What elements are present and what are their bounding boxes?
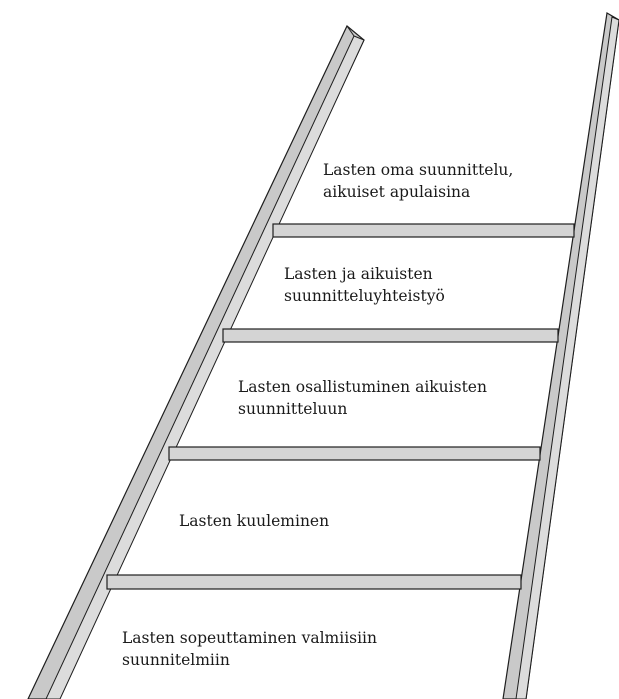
rung-4 <box>106 574 522 590</box>
left-rail-edge <box>45 35 365 699</box>
step-label-3: Lasten osallistuminen aikuisten suunnitt… <box>238 376 487 420</box>
step-label-5: Lasten sopeuttaminen valmiisiin suunnite… <box>122 627 377 671</box>
ladder-rails <box>27 12 619 699</box>
rung-1 <box>272 223 575 238</box>
step-label-3-line-2: suunnitteluun <box>238 400 348 418</box>
step-label-1: Lasten oma suunnittelu, aikuiset apulais… <box>323 159 513 203</box>
step-label-4-line-1: Lasten kuuleminen <box>179 512 330 530</box>
step-label-5-line-2: suunnitelmiin <box>122 651 230 669</box>
step-label-1-line-2: aikuiset apulaisina <box>323 183 471 201</box>
rung-2 <box>222 328 559 343</box>
step-label-2: Lasten ja aikuisten suunnitteluyhteistyö <box>284 263 445 307</box>
step-label-2-line-1: Lasten ja aikuisten <box>284 265 433 283</box>
ladder-rungs <box>106 223 575 590</box>
right-rail-edge <box>515 16 619 699</box>
step-label-5-line-1: Lasten sopeuttaminen valmiisiin <box>122 629 378 647</box>
step-label-4: Lasten kuuleminen <box>179 510 329 532</box>
step-label-3-line-1: Lasten osallistuminen aikuisten <box>238 378 487 396</box>
rung-3 <box>168 446 541 461</box>
step-label-1-line-1: Lasten oma suunnittelu, <box>323 161 514 179</box>
step-label-2-line-2: suunnitteluyhteistyö <box>284 287 445 305</box>
